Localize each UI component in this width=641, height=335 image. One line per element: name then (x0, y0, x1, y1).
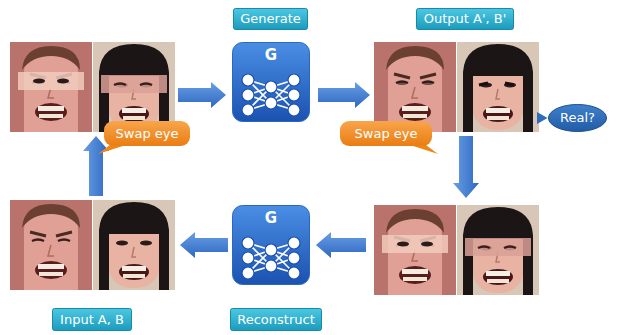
generator-box: G (232, 205, 310, 285)
stage-tag: Reconstruct (230, 308, 322, 331)
node-label: Input A, B (60, 312, 124, 328)
node-label: Real? (560, 110, 595, 126)
node-label: Swap eye (355, 126, 418, 142)
network-icon (248, 80, 294, 110)
node-label: Generate (240, 11, 301, 27)
generator-box: G (232, 42, 310, 122)
node-label: G (265, 47, 277, 63)
node-label: Reconstruct (237, 312, 315, 328)
callout-bubble: Swap eye (104, 121, 190, 146)
node-label: Swap eye (116, 126, 179, 142)
node-label: G (265, 210, 277, 226)
stage-tag: Output A', B' (416, 8, 514, 30)
stage-tag: Generate (233, 8, 308, 30)
callout-bubble: Swap eye (340, 121, 432, 146)
discriminator-oval: Real? (548, 104, 607, 132)
node-label: Output A', B' (424, 11, 507, 27)
network-icon (248, 243, 294, 273)
stage-tag: Input A, B (52, 308, 132, 331)
